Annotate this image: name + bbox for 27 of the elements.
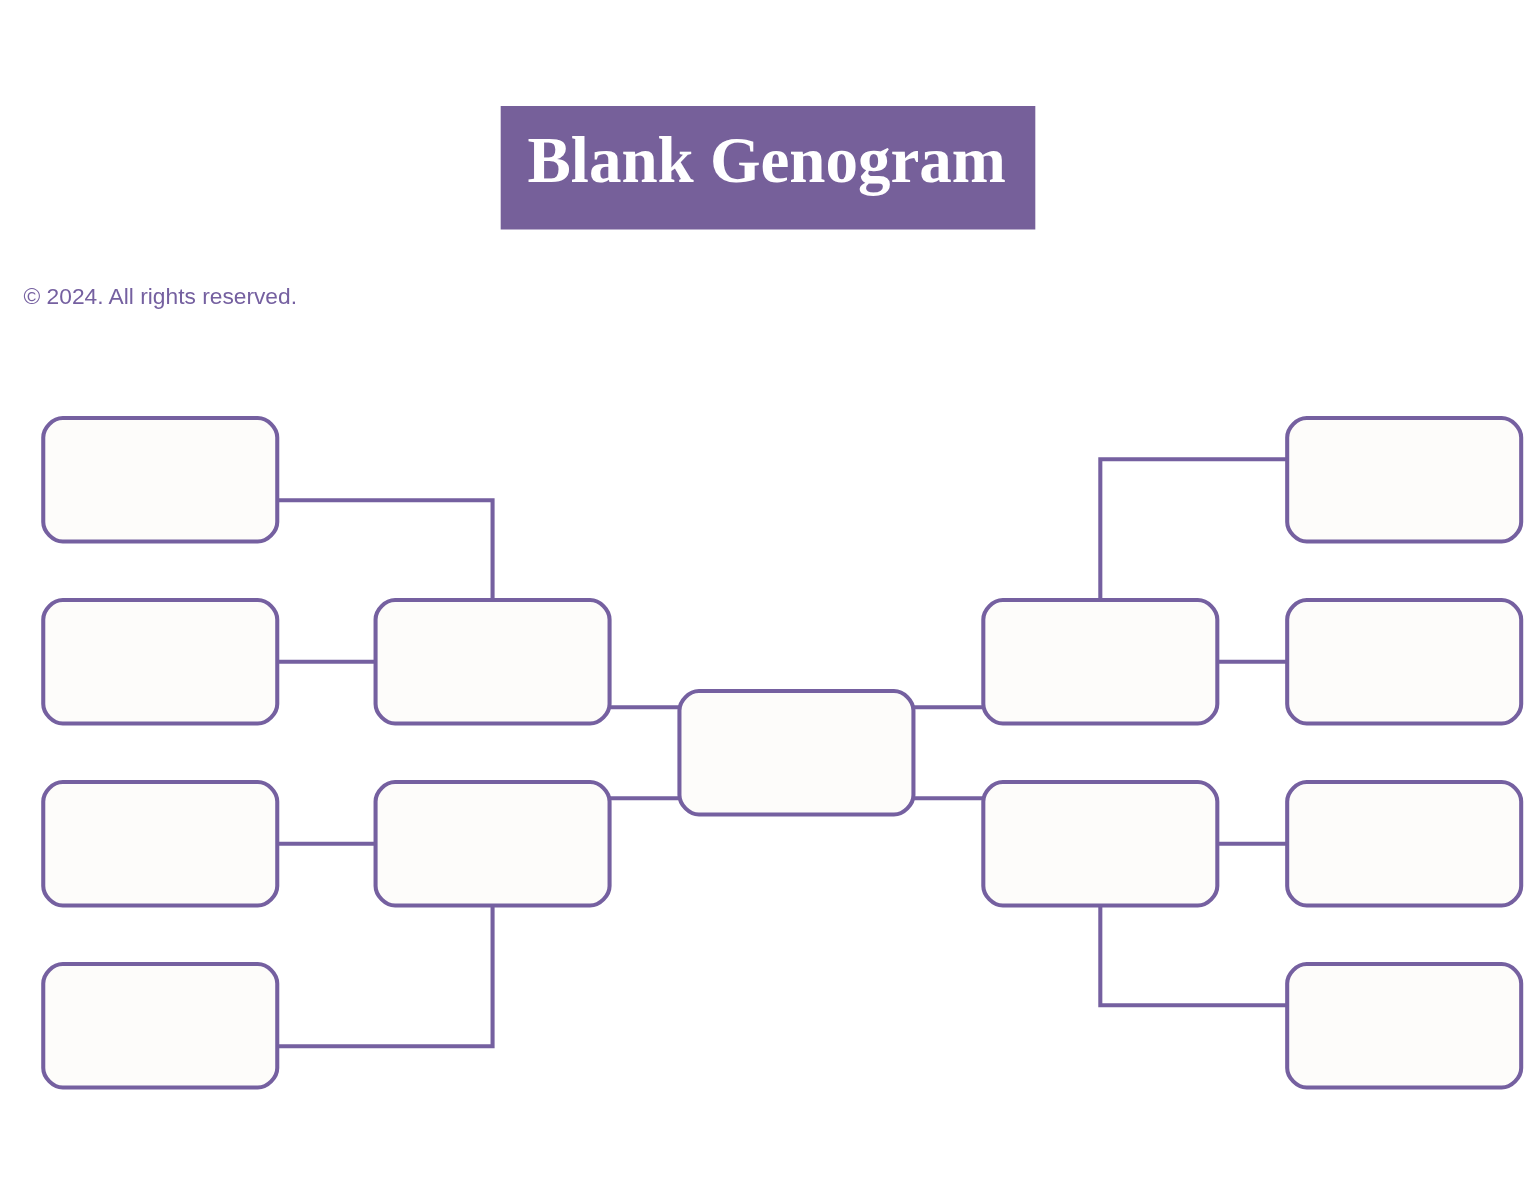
connector [1098,905,1288,1008]
connector [1098,457,1288,600]
node-box [41,415,280,544]
node-box [1285,597,1524,726]
connector [913,705,983,710]
connector [277,659,376,664]
node-box [677,688,916,817]
connector [277,498,495,600]
node-box [373,597,612,726]
node-box [41,961,280,1090]
node-box [981,597,1220,726]
connector [1217,659,1287,664]
node-box [41,597,280,726]
connector [277,905,495,1049]
node-box [1285,415,1524,544]
node-box [1285,961,1524,1090]
connector [277,841,376,846]
connector [1217,841,1287,846]
connector [609,705,679,710]
diagram-title: Blank Genogram [527,124,1007,197]
node-box [373,779,612,908]
node-box [41,779,280,908]
connector [609,796,679,801]
node-box [981,779,1220,908]
connector [913,796,983,801]
node-box [1285,779,1524,908]
label: © 2024. All rights reserved. [23,282,297,309]
